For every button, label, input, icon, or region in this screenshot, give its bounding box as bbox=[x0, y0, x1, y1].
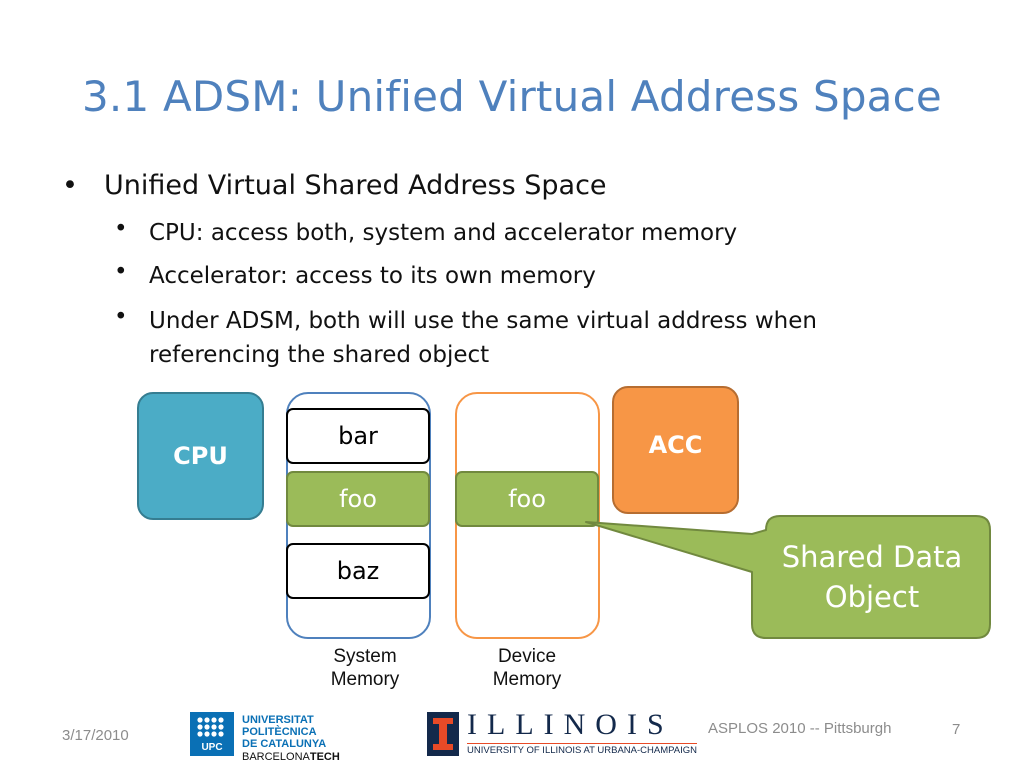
memory-cell-bar: bar bbox=[286, 408, 430, 464]
memory-cell-foo-system: foo bbox=[286, 471, 430, 527]
cpu-label: CPU bbox=[173, 442, 228, 470]
upc-line-3-b: TECH bbox=[309, 751, 340, 763]
device-memory-label-line-1: Device bbox=[497, 646, 557, 667]
callout-line-2: Object bbox=[824, 580, 920, 614]
sub-bullet-line-2: referencing the shared object bbox=[149, 342, 490, 368]
illinois-block-i-icon bbox=[427, 712, 459, 756]
upc-mark-icon: UPC bbox=[190, 712, 234, 756]
acc-box: ACC bbox=[612, 386, 739, 514]
bullet-dot-icon: • bbox=[62, 170, 78, 201]
memory-cell-baz: baz bbox=[286, 543, 430, 599]
illinois-logo: ILLINOIS UNIVERSITY OF ILLINOIS AT URBAN… bbox=[427, 708, 697, 756]
cpu-box: CPU bbox=[137, 392, 264, 520]
system-memory-label-line-1: System bbox=[333, 646, 397, 667]
bullet-dot-icon: • bbox=[114, 216, 128, 242]
upc-dots-icon bbox=[197, 717, 224, 737]
footer-conference: ASPLOS 2010 -- Pittsburgh bbox=[708, 720, 892, 737]
upc-mark-label: UPC bbox=[201, 742, 223, 753]
upc-line-3: BARCELONATECH bbox=[242, 750, 385, 764]
bullet-dot-icon: • bbox=[114, 259, 128, 285]
upc-line-1: UNIVERSITAT POLITÈCNICA bbox=[242, 714, 317, 738]
acc-label: ACC bbox=[648, 431, 703, 459]
device-memory-label-line-2: Memory bbox=[492, 669, 562, 690]
shared-data-callout bbox=[585, 515, 991, 639]
footer-date: 3/17/2010 bbox=[62, 727, 129, 744]
upc-line-3-a: BARCELONA bbox=[242, 751, 310, 763]
sub-bullet-text: CPU: access both, system and accelerator… bbox=[149, 220, 738, 246]
memory-cell-foo-device: foo bbox=[455, 471, 599, 527]
upc-line-2: DE CATALUNYA bbox=[242, 738, 327, 750]
sub-bullet-text: Under ADSM, both will use the same virtu… bbox=[149, 304, 817, 372]
device-memory-label: Device Memory bbox=[467, 645, 587, 691]
sub-bullet-line-1: Under ADSM, both will use the same virtu… bbox=[149, 308, 817, 334]
sub-bullet-text: Accelerator: access to its own memory bbox=[149, 263, 596, 289]
callout-text: Shared Data Object bbox=[752, 516, 992, 638]
system-memory-label-line-2: Memory bbox=[330, 669, 400, 690]
illinois-subtitle: UNIVERSITY OF ILLINOIS AT URBANA-CHAMPAI… bbox=[467, 743, 697, 756]
callout-line-1: Shared Data bbox=[781, 540, 963, 574]
slide-title: 3.1 ADSM: Unified Virtual Address Space bbox=[82, 72, 942, 121]
bullet-dot-icon: • bbox=[114, 304, 128, 330]
callout-shape bbox=[585, 515, 991, 639]
footer-page-number: 7 bbox=[952, 721, 961, 738]
upc-logo: UPC UNIVERSITAT POLITÈCNICA DE CATALUNYA… bbox=[190, 712, 385, 763]
main-bullet-text: Unified Virtual Shared Address Space bbox=[104, 170, 607, 201]
block-i-icon bbox=[433, 718, 453, 750]
illinois-wordmark: ILLINOIS bbox=[467, 708, 674, 741]
upc-text: UNIVERSITAT POLITÈCNICA DE CATALUNYA BAR… bbox=[242, 714, 385, 764]
system-memory-label: System Memory bbox=[305, 645, 425, 691]
